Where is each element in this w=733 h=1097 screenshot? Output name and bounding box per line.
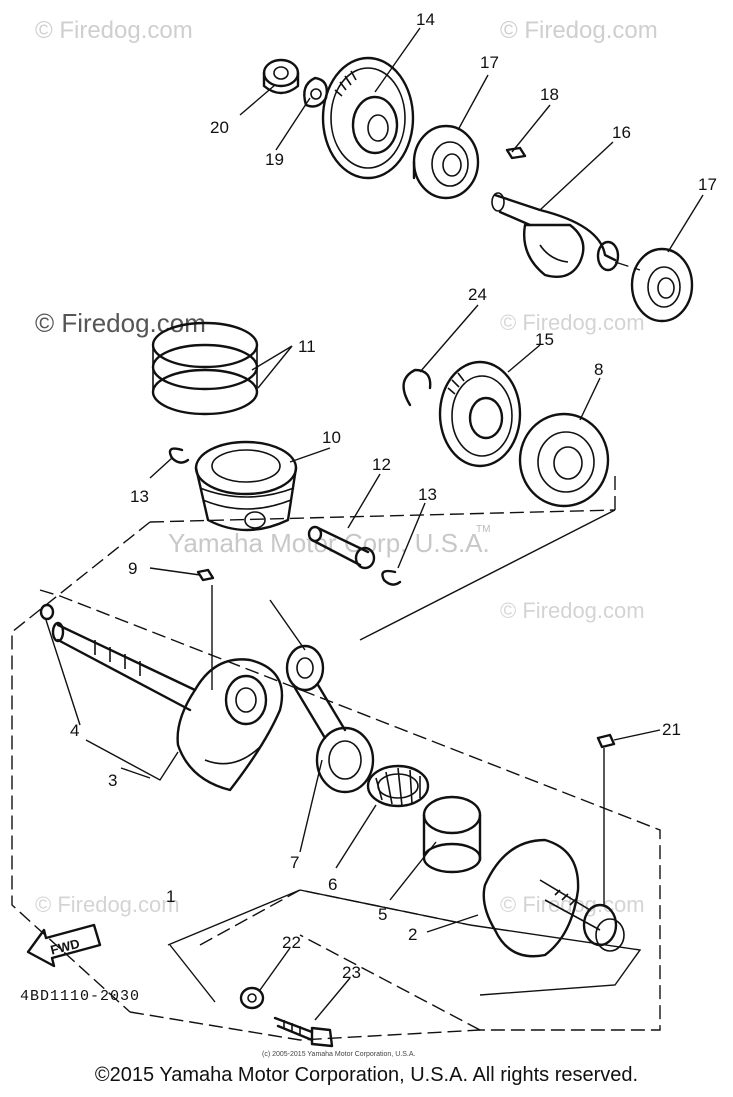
callout-5: 5 [378, 905, 387, 924]
callout-7: 7 [290, 853, 299, 872]
shaft-centerline [614, 261, 641, 271]
callout-10: 10 [322, 428, 341, 447]
part-gear [321, 56, 415, 180]
part-crankshaft-left [51, 621, 284, 792]
callout-8: 8 [594, 360, 603, 379]
part-bearing [518, 412, 610, 508]
callout-6: 6 [328, 875, 337, 894]
callout-1: 1 [166, 887, 175, 906]
watermark-firedog: © Firedog.com [35, 892, 180, 917]
part-piston [194, 440, 298, 532]
part-piston-pin-clip [168, 447, 190, 464]
assembly-outline [11, 475, 661, 1041]
callout-14: 15 [535, 330, 554, 349]
part-needle-bearing [366, 764, 430, 808]
watermark-layer: © Firedog.com © Firedog.com © Firedog.co… [35, 17, 658, 917]
callout-9: 9 [128, 559, 137, 578]
diagram-code: 4BD1110-2030 [20, 988, 140, 1005]
forward-arrow: FWD [26, 923, 102, 968]
part-key [505, 146, 527, 160]
callout-20: 20 [210, 118, 229, 137]
part-nut [262, 58, 300, 95]
fwd-label: FWD [49, 936, 81, 958]
callout-21: 21 [662, 720, 681, 739]
callout-13: 13 [130, 487, 149, 506]
part-bolt [273, 1016, 334, 1048]
part-bearing [412, 124, 480, 200]
part-piston-pin-clip [381, 569, 402, 586]
watermark-firedog: © Firedog.com [35, 17, 193, 44]
part-washer [39, 603, 55, 621]
callout-4: 4 [70, 721, 79, 740]
part-connecting-rod [285, 644, 375, 794]
callout-24: 24 [468, 285, 487, 304]
part-key [596, 733, 616, 749]
callout-13: 13 [418, 485, 437, 504]
part-bearing [630, 247, 694, 323]
part-lock-washer [303, 76, 329, 108]
callout-18: 18 [540, 85, 559, 104]
watermark-firedog: © Firedog.com [500, 598, 645, 623]
small-credit: (c) 2005-2015 Yamaha Motor Corporation, … [262, 1051, 415, 1058]
callout-11: 11 [298, 337, 316, 356]
watermark-trademark: TM [476, 524, 490, 535]
callout-16: 16 [612, 123, 631, 142]
part-crankshaft-right [482, 838, 625, 958]
callout-15: 14 [416, 10, 435, 29]
callout-17: 17 [698, 175, 717, 194]
part-crank-pin [422, 795, 482, 874]
watermark-firedog: © Firedog.com [500, 310, 645, 335]
part-gear [438, 360, 522, 468]
part-piston-rings [151, 321, 259, 416]
callout-labels: 14 17 18 16 17 20 19 11 24 15 8 10 12 13… [70, 10, 717, 982]
watermark-firedog: © Firedog.com [35, 308, 206, 338]
part-washer [239, 986, 265, 1010]
footer-copyright: ©2015 Yamaha Motor Corporation, U.S.A. A… [94, 1064, 639, 1086]
part-piston-pin [307, 525, 376, 570]
callout-19: 19 [265, 150, 284, 169]
part-circlip [402, 368, 432, 407]
part-balancer-shaft [491, 192, 620, 279]
watermark-firedog: © Firedog.com [500, 17, 658, 44]
callout-23: 23 [342, 963, 361, 982]
callout-12: 12 [372, 455, 391, 474]
callout-22: 22 [282, 933, 301, 952]
callout-17: 17 [480, 53, 499, 72]
callout-3: 3 [108, 771, 117, 790]
callout-2: 2 [408, 925, 417, 944]
leader-lines [45, 27, 704, 1021]
part-key [196, 568, 215, 582]
